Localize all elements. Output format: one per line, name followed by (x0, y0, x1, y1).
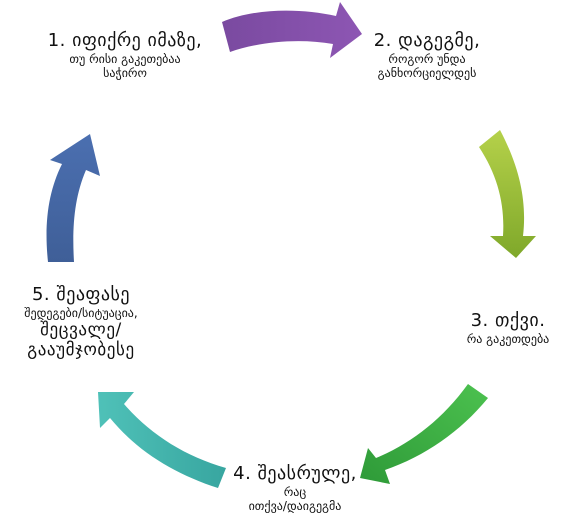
step-4-desc-line-1: რაც (283, 484, 307, 499)
step-1-desc-line-2: საჭირო (103, 65, 147, 80)
step-1-title-text: იფიქრე იმაზე, (72, 30, 203, 51)
step-2: 2. დაგეგმე, როგორ უნდა განხორციელდეს (352, 30, 502, 80)
step-3: 3. თქვი. რა გაკეთდება (448, 310, 568, 346)
step-4-title: 4. შეასრულე, (210, 463, 380, 485)
step-3-number: 3. (470, 310, 489, 331)
step-5-desc-line-2: შეცვალე/ (40, 319, 122, 340)
step-2-title-text: დაგეგმე, (398, 30, 481, 51)
step-1-number: 1. (47, 30, 66, 51)
step-2-title: 2. დაგეგმე, (352, 30, 502, 52)
step-5-number: 5. (31, 284, 51, 305)
step-4: 4. შეასრულე, რაც ითქვა/დაიგეგმა (210, 463, 380, 513)
step-4-title-text: შეასრულე, (257, 463, 357, 484)
step-1: 1. იფიქრე იმაზე, თუ რისი გაკეთებაა საჭირ… (20, 30, 230, 80)
arrow-step-2-to-3 (479, 130, 536, 258)
step-5-title-text: შეაფასე (56, 284, 131, 305)
step-4-number: 4. (233, 463, 252, 484)
step-3-title: 3. თქვი. (448, 310, 568, 332)
step-5-desc-line-3: გააუმჯობესე (27, 340, 135, 361)
step-5-title: 5. შეაფასე (2, 284, 160, 306)
step-2-desc-line-1: როგორ უნდა (388, 51, 466, 66)
step-1-title: 1. იფიქრე იმაზე, (20, 30, 230, 52)
step-3-desc-line-1: რა გაკეთდება (466, 331, 550, 346)
step-5-desc-line-1: შედეგები/სიტუაცია, (24, 305, 138, 320)
arrow-step-3-to-4 (360, 384, 488, 484)
step-1-desc-line-1: თუ რისი გაკეთებაა (69, 51, 181, 66)
step-5: 5. შეაფასე შედეგები/სიტუაცია, შეცვალე/ გ… (2, 284, 160, 361)
step-2-desc-line-2: განხორციელდეს (377, 65, 477, 80)
step-2-number: 2. (373, 30, 392, 51)
arrow-step-1-to-2 (222, 2, 362, 58)
step-4-desc-line-2: ითქვა/დაიგეგმა (248, 498, 342, 513)
arrow-step-4-to-5 (98, 392, 226, 488)
step-3-title-text: თქვი. (495, 310, 546, 331)
arrow-step-5-to-1 (46, 134, 100, 262)
